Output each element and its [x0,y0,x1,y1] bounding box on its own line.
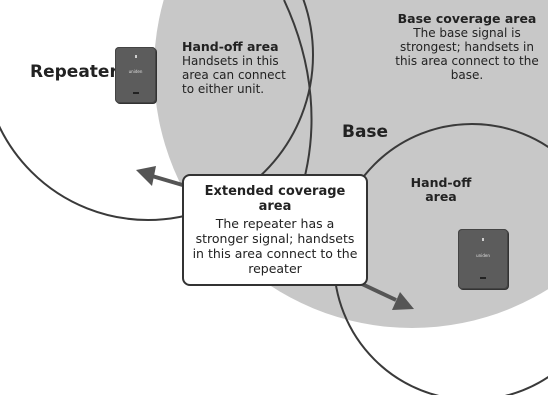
handoff-top-body: Handsets in this area can connect to eit… [182,54,286,96]
extended-coverage-body: The repeater has a stronger signal; hand… [192,216,358,276]
extended-coverage-title: Extended coverage area [204,184,346,214]
extended-coverage-callout: Extended coverage area The repeater has … [182,174,368,286]
device-logo: uniden [128,69,143,74]
base-coverage-title: Base coverage area [397,11,537,26]
handoff-right-title-line1: Hand-off [410,175,472,190]
repeater-coverage-circle [0,0,314,221]
device-indicator [132,92,139,94]
arrow-right [361,282,414,310]
base-coverage-body: The base signal is strongest; handsets i… [395,26,539,82]
device-logo: uniden [476,253,490,258]
handoff-right-text: Hand-off area [406,176,476,204]
device-power-dot [482,238,484,241]
base-label: Base [342,122,389,142]
device-power-dot [134,55,137,58]
handoff-top-title: Hand-off area [182,39,279,54]
arrow-left [136,166,187,188]
repeater-device-image-right: uniden [458,229,508,289]
base-coverage-text: Base coverage area The base signal is st… [392,11,542,83]
device-indicator [480,277,486,279]
repeater-label: Repeater [30,62,118,82]
handoff-right-title-line2: area [425,189,457,204]
handoff-top-text: Hand-off area Handsets in this area can … [182,39,292,97]
repeater-device-image: uniden [115,47,156,103]
